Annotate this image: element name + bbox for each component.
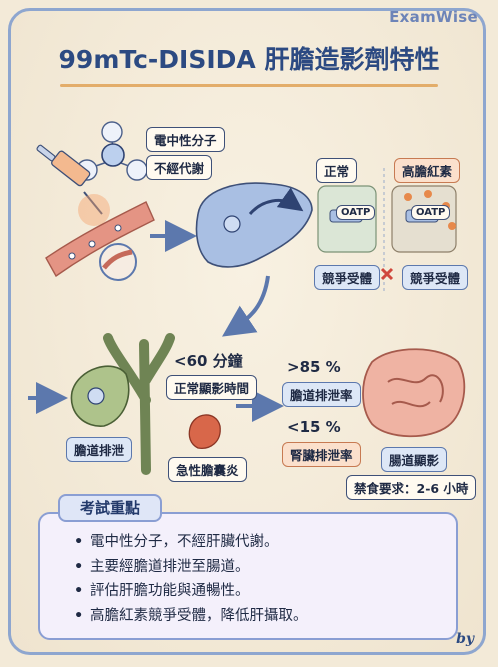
not-metabolized-label: 不經代謝: [146, 155, 213, 180]
disida-arm-right: [126, 159, 148, 181]
liver-icon: [195, 182, 313, 268]
intestinal-visualization-label: 腸道顯影: [381, 447, 448, 472]
title-underline: [60, 84, 438, 87]
renal-rate-label: 腎臟排泄率: [282, 442, 361, 467]
acute-cholecystitis-label: 急性膽囊炎: [168, 457, 247, 482]
page-title: 99mTc-DISIDA 肝膽造影劑特性: [58, 45, 440, 74]
syringe-icon: [36, 144, 110, 226]
fasting-requirement-label: 禁食要求：2-6 小時: [346, 475, 477, 500]
tc-core: [101, 143, 125, 167]
competitive-receptor-high-label: 競爭受體: [402, 265, 469, 290]
intestine-icon: [362, 348, 466, 438]
arrow-to-gallbladder: [222, 275, 270, 337]
vessel-magnifier: [99, 243, 137, 281]
biliary-rate-value: >85 %: [287, 358, 341, 376]
byline: by: [456, 631, 474, 647]
exam-points-list: •電中性分子，不經肝臟代謝。 •主要經膽道排泄至腸道。 •評估肝膽功能與通暢性。…: [74, 530, 308, 628]
exam-points-title: 考試重點: [58, 494, 162, 522]
normal-label: 正常: [316, 158, 358, 183]
competitive-receptor-normal-label: 競爭受體: [314, 265, 381, 290]
biliary-rate-label: 膽道排泄率: [282, 382, 361, 407]
exam-points-panel: [38, 512, 458, 640]
brand-logo: ExamWise: [389, 8, 478, 26]
blood-vessel-icon: [45, 201, 155, 281]
time-value: <60 分鐘: [174, 352, 243, 370]
disida-arm-top: [101, 121, 123, 143]
neutral-molecule-label: 電中性分子: [146, 127, 225, 152]
gallbladder-icon: [70, 333, 175, 475]
high-bilirubin-label: 高膽紅素: [394, 158, 461, 183]
list-item: •電中性分子，不經肝臟代謝。: [74, 534, 279, 550]
inflamed-gallbladder-icon: [188, 414, 221, 449]
list-item: •高膽紅素競爭受體，降低肝攝取。: [74, 607, 308, 624]
biliary-excretion-label: 膽道排泄: [66, 437, 133, 462]
list-item: •評估肝膽功能與通暢性。: [74, 583, 250, 599]
renal-rate-value: <15 %: [287, 418, 341, 436]
list-item: •主要經膽道排泄至腸道。: [74, 558, 250, 575]
visualization-time-label: 正常顯影時間: [166, 375, 258, 400]
oatp-label-high: OATP: [411, 205, 451, 220]
oatp-label-normal: OATP: [336, 205, 376, 220]
